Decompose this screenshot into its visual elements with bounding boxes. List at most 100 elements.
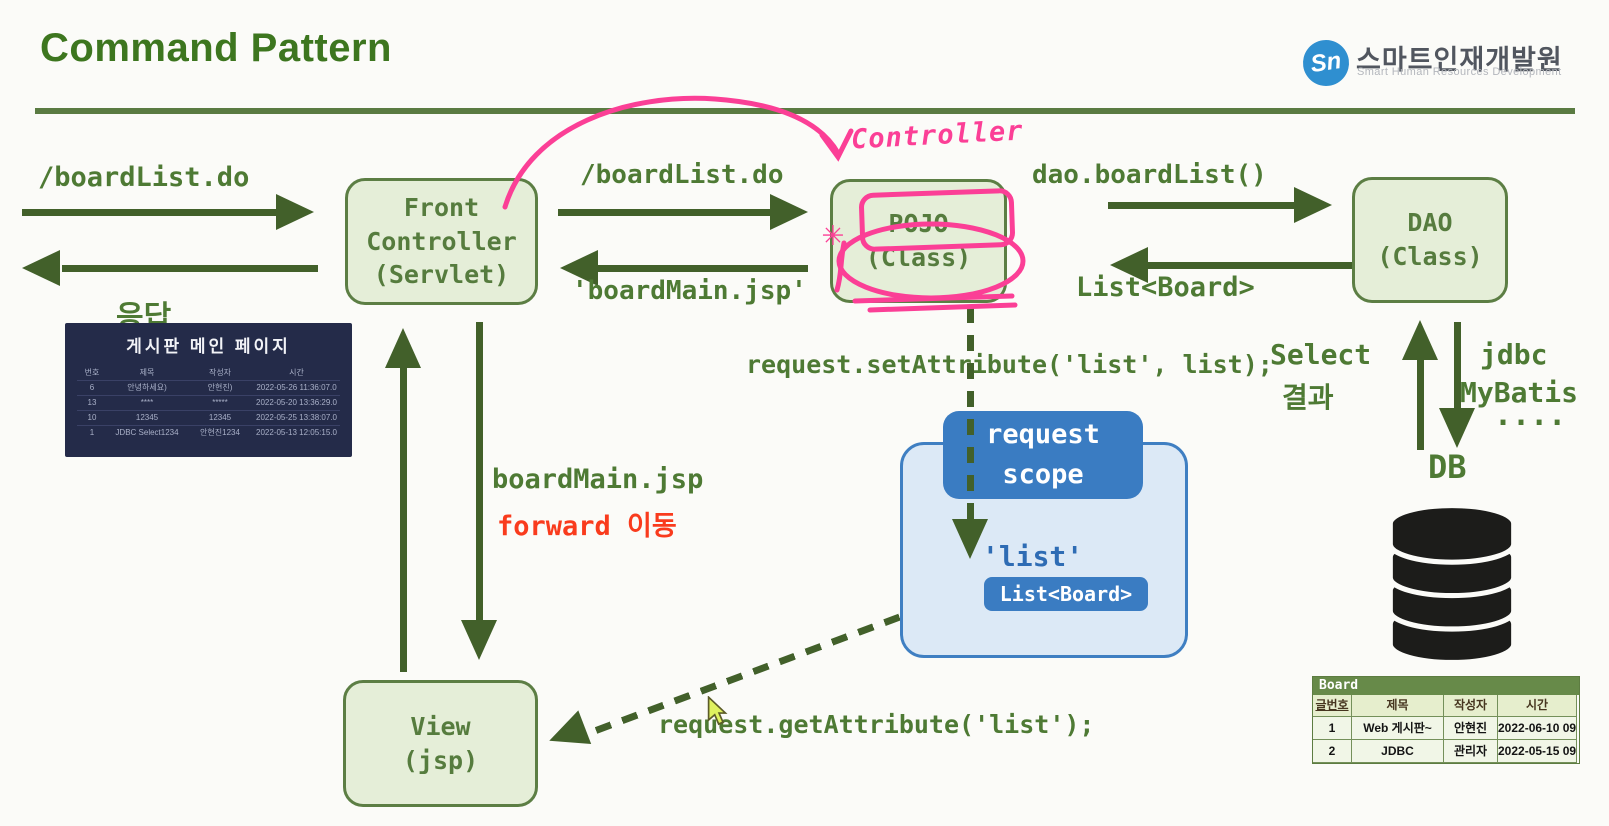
preview-cell: 2022-05-26 11:36:07.0: [253, 380, 340, 395]
database-cylinder-icon: [1387, 503, 1517, 665]
mybatis-label: MyBatis: [1460, 376, 1579, 409]
request-scope-box: request scope: [943, 411, 1143, 499]
db-up-arrow-line: [1417, 360, 1424, 450]
db-down-arrowhead-icon: [1439, 408, 1475, 448]
set-attribute-label: request.setAttribute('list', list);: [746, 350, 1273, 379]
board-col-header: 제목: [1352, 695, 1444, 717]
jdbc-label: jdbc: [1480, 338, 1548, 371]
get-attribute-label: request.getAttribute('list');: [658, 710, 1095, 739]
node-line: Controller: [366, 226, 517, 256]
preview-cell: JDBC Select1234: [107, 425, 187, 440]
select-label: Select: [1270, 338, 1372, 371]
node-line: (Class): [1377, 242, 1483, 271]
preview-cell: 12345: [187, 410, 253, 425]
title-divider: [35, 108, 1575, 114]
page-title: Command Pattern: [40, 26, 392, 70]
preview-col-header: 작성자: [208, 368, 232, 377]
get-attr-arrowhead-icon: [542, 710, 592, 758]
response-arrowhead-icon: [22, 250, 60, 286]
set-attr-arrowhead-icon: [952, 519, 988, 559]
db-label: DB: [1428, 448, 1467, 486]
preview-cell: 12345: [107, 410, 187, 425]
dao-return-arrow-line: [1148, 262, 1352, 269]
forward-file-label: boardMain.jsp: [492, 464, 704, 495]
board-cell: 2022-06-10 09:00: [1498, 717, 1577, 740]
board-col-header: 작성자: [1444, 695, 1498, 717]
dao-call-label: dao.boardList(): [1032, 160, 1267, 190]
pink-annotation-icon: ✳: [502, 95, 1026, 313]
logo-icon: Sn: [1300, 37, 1352, 89]
preview-cell: 10: [77, 410, 107, 425]
preview-cell: 13: [77, 395, 107, 410]
board-cell: Web 게시판~: [1352, 717, 1444, 740]
board-cell: JDBC: [1352, 740, 1444, 763]
board-cell: 2: [1313, 740, 1352, 763]
node-line: DAO: [1407, 208, 1453, 238]
mouse-cursor-icon: [707, 696, 728, 726]
dao-call-arrowhead-icon: [1294, 187, 1332, 223]
board-page-preview: 게시판 메인 페이지 번호 제목 작성자 시간 6 안녕하세요) 안현진) 20…: [65, 323, 352, 457]
set-attr-dashed-line: [967, 307, 974, 519]
db-up-arrowhead-icon: [1402, 320, 1438, 360]
preview-cell: 2022-05-20 13:36:29.0: [253, 395, 340, 410]
response-arrow-line: [62, 265, 318, 272]
dao-return-label: List<Board>: [1076, 272, 1255, 303]
scope-title-line: request: [986, 418, 1100, 450]
view-to-fc-arrowhead-icon: [385, 328, 421, 368]
request-arrowhead-icon: [276, 194, 314, 230]
scope-title-line: scope: [1002, 459, 1084, 490]
view-name-label: 'boardMain.jsp': [572, 276, 807, 306]
node-line: (Servlet): [373, 260, 510, 290]
db-down-arrow-line: [1454, 322, 1461, 408]
node-line: View: [410, 711, 471, 741]
board-col-header: 시간: [1498, 695, 1577, 717]
preview-col-header: 시간: [289, 368, 304, 377]
view-node: View (jsp): [343, 680, 538, 807]
preview-header-row: 번호 제목 작성자 시간 6 안녕하세요) 안현진) 2022-05-26 11…: [77, 366, 340, 440]
request-arrow-line: [22, 209, 276, 216]
logo-subtitle: Smart Human Resources Development: [1357, 66, 1562, 78]
etc-dots-label: ....: [1494, 398, 1567, 433]
fc-to-view-arrow-line: [476, 322, 483, 620]
dao-call-arrow-line: [1108, 202, 1294, 209]
forward-note-label: forward 이동: [497, 511, 677, 542]
dispatch-arrowhead-icon: [770, 194, 808, 230]
fc-to-view-arrowhead-icon: [461, 620, 497, 660]
board-col-header: 글번호: [1313, 695, 1352, 717]
board-cell: 2022-05-15 09:00: [1498, 740, 1577, 763]
board-table-row: 1 Web 게시판~ 안현진 2022-06-10 09:00: [1313, 717, 1579, 740]
board-cell: 1: [1313, 717, 1352, 740]
preview-cell: 안녕하세요): [107, 380, 187, 395]
preview-cell: 6: [77, 380, 107, 395]
preview-cell: 안현진): [187, 380, 253, 395]
request-url-label: /boardList.do: [38, 162, 250, 193]
scope-value-badge: List<Board>: [984, 577, 1148, 611]
logo-name: 스마트인재개발원: [1356, 45, 1563, 75]
node-line: (jsp): [402, 745, 479, 775]
preview-cell: 2022-05-25 13:38:07.0: [253, 410, 340, 425]
board-table-title: Board: [1313, 677, 1579, 695]
preview-cell: 1: [77, 425, 107, 440]
preview-cell: *****: [187, 395, 253, 410]
preview-title: 게시판 메인 페이지: [126, 337, 291, 356]
select-result-label: 결과: [1282, 381, 1334, 414]
dao-return-arrowhead-icon: [1110, 247, 1148, 283]
view-to-fc-arrow-line: [400, 368, 407, 672]
board-cell: 관리자: [1444, 740, 1498, 763]
board-table-header-row: 글번호 제목 작성자 시간: [1313, 695, 1579, 717]
node-line: Front: [403, 192, 480, 222]
dispatch-arrow-line: [558, 209, 770, 216]
board-cell: 안현진: [1444, 717, 1498, 740]
dispatch-url-label: /boardList.do: [580, 160, 784, 190]
viewname-arrow-line: [598, 265, 808, 272]
preview-col-header: 제목: [139, 368, 155, 377]
viewname-arrowhead-icon: [560, 250, 598, 286]
preview-cell: ****: [107, 395, 187, 410]
board-db-table: Board 글번호 제목 작성자 시간 1 Web 게시판~ 안현진 2022-…: [1312, 676, 1580, 764]
preview-cell: 2022-05-13 12:05:15.0: [253, 425, 340, 440]
dao-node: DAO (Class): [1352, 177, 1508, 303]
star-annotation: ✳: [822, 213, 844, 254]
preview-cell: 안현진1234: [187, 425, 253, 440]
board-table-row: 2 JDBC 관리자 2022-05-15 09:00: [1313, 740, 1579, 763]
